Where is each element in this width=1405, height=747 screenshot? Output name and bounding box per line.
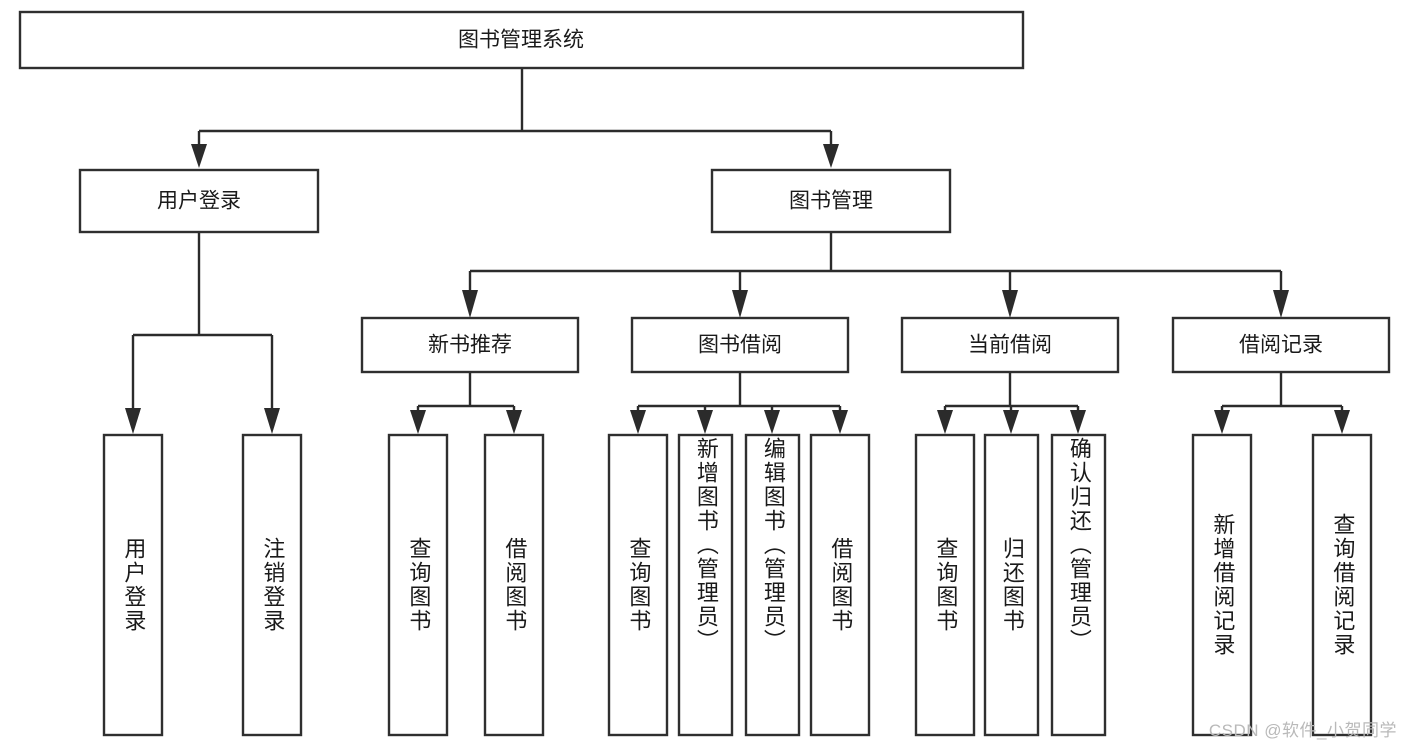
arrow-head-bookmgmt-to-current-borrow — [1002, 290, 1018, 318]
node-label-new-book-recommend: 新书推荐 — [428, 334, 512, 357]
node-box-root[interactable] — [18, 10, 1025, 70]
node-label-borrow-records: 借阅记录 — [1239, 334, 1323, 357]
arrow-head-bookmgmt-to-book-borrow — [732, 290, 748, 318]
connector-group-current-borrow — [937, 372, 1086, 434]
leaf-box-new-book-1[interactable] — [387, 433, 449, 737]
arrow-head-root-to-book-mgmt — [823, 144, 839, 168]
node-label-user-login: 用户登录 — [157, 190, 241, 213]
node-label-book-management: 图书管理 — [789, 190, 873, 213]
node-box-book-management[interactable] — [710, 168, 952, 234]
arrow-head-newbook-leaf-1 — [410, 410, 426, 434]
leaf-box-user-login-2[interactable] — [241, 433, 303, 737]
node-box-new-book-recommend[interactable] — [360, 316, 580, 374]
arrow-head-currentborrow-leaf-2 — [1003, 410, 1019, 434]
arrow-head-newbook-leaf-2 — [506, 410, 522, 434]
leaf-box-current-borrow-3[interactable] — [1050, 433, 1107, 737]
arrow-head-currentborrow-leaf-3 — [1070, 410, 1086, 434]
arrow-head-userlogin-leaf-2 — [264, 408, 280, 434]
connector-group-new-book — [410, 372, 522, 434]
arrow-head-currentborrow-leaf-1 — [937, 410, 953, 434]
node-box-user-login[interactable] — [78, 168, 320, 234]
node-label-root: 图书管理系统 — [458, 29, 584, 52]
arrow-head-bookborrow-leaf-1 — [630, 410, 646, 434]
connector-group-book-mgmt — [462, 232, 1289, 318]
arrow-head-root-to-user-login — [191, 144, 207, 168]
leaf-box-new-book-2[interactable] — [483, 433, 545, 737]
leaf-box-book-borrow-3[interactable] — [744, 433, 801, 737]
leaf-box-book-borrow-1[interactable] — [607, 433, 669, 737]
leaf-box-user-login-1[interactable] — [102, 433, 164, 737]
arrow-head-bookborrow-leaf-3 — [764, 410, 780, 434]
connector-group-book-borrow — [630, 372, 848, 434]
leaf-box-book-borrow-2[interactable] — [677, 433, 734, 737]
connector-group-root — [191, 68, 839, 168]
leaf-box-records-2[interactable] — [1311, 433, 1373, 737]
leaf-box-book-borrow-4[interactable] — [809, 433, 871, 737]
arrow-head-bookborrow-leaf-4 — [832, 410, 848, 434]
node-box-current-borrow[interactable] — [900, 316, 1120, 374]
leaf-box-current-borrow-2[interactable] — [983, 433, 1040, 737]
arrow-head-userlogin-leaf-1 — [125, 408, 141, 434]
connector-group-user-login — [125, 232, 280, 434]
leaf-box-records-1[interactable] — [1191, 433, 1253, 737]
node-box-book-borrow[interactable] — [630, 316, 850, 374]
connector-group-borrow-records — [1214, 372, 1350, 434]
leaf-box-current-borrow-1[interactable] — [914, 433, 976, 737]
node-box-borrow-records[interactable] — [1171, 316, 1391, 374]
arrow-head-bookborrow-leaf-2 — [697, 410, 713, 434]
watermark-text: CSDN @软件_小贺同学 — [1208, 721, 1397, 740]
node-label-book-borrow: 图书借阅 — [698, 334, 782, 357]
arrow-head-bookmgmt-to-records — [1273, 290, 1289, 318]
arrow-head-records-leaf-1 — [1214, 410, 1230, 434]
node-label-current-borrow: 当前借阅 — [968, 334, 1052, 357]
arrow-head-bookmgmt-to-new-book — [462, 290, 478, 318]
arrow-head-records-leaf-2 — [1334, 410, 1350, 434]
